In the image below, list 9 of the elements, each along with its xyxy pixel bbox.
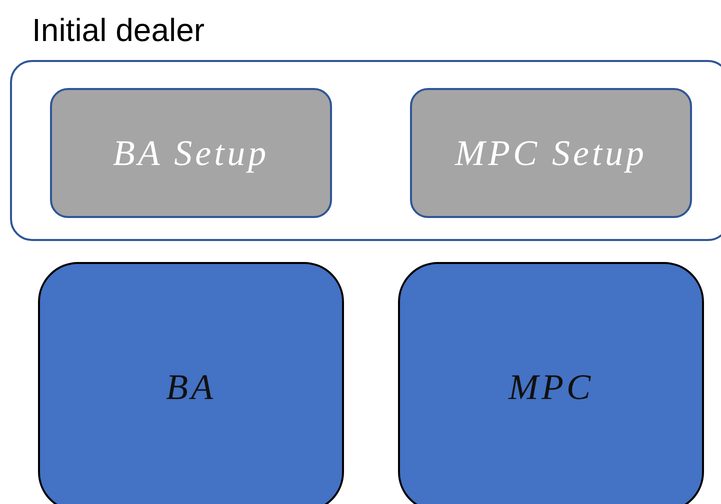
module-box <box>38 262 344 504</box>
group-heading: Initial dealer <box>32 12 205 49</box>
box-label: BA Setup <box>112 132 270 174</box>
box-label: MPC Setup <box>455 132 647 174</box>
setup-box <box>50 88 332 218</box>
module-box <box>398 262 704 504</box>
box-label: MPC <box>508 366 594 408</box>
box-label: BA <box>166 366 216 408</box>
setup-box <box>410 88 692 218</box>
